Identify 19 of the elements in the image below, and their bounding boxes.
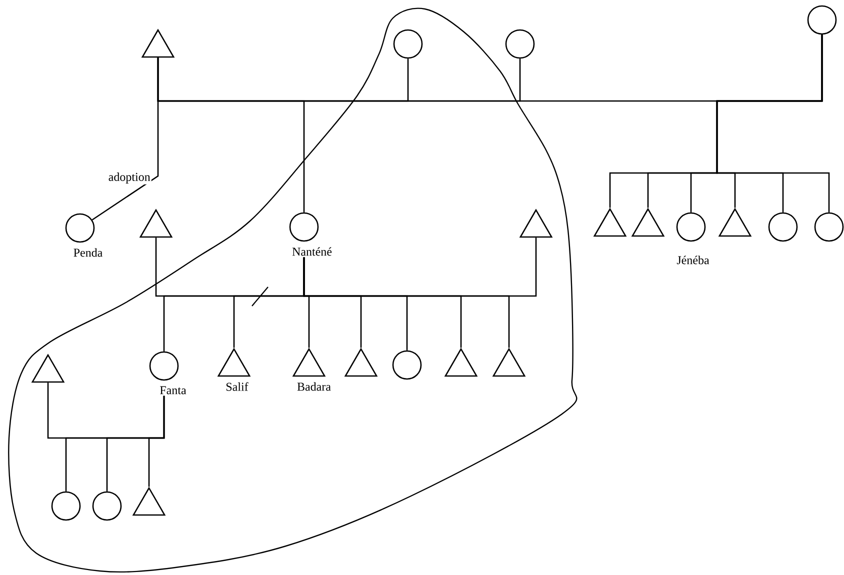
person-name: Penda <box>74 248 102 257</box>
female-circle <box>393 29 423 59</box>
female-circle <box>392 350 422 380</box>
female-circle <box>814 212 844 242</box>
female-circle <box>92 491 122 521</box>
person-name: Salif <box>226 382 248 391</box>
female-circle <box>505 29 535 59</box>
kinship-line <box>157 58 305 212</box>
person-name: Fanta <box>160 386 186 394</box>
kinship-line <box>148 396 165 487</box>
female-circle <box>51 491 81 521</box>
female-circle <box>676 212 706 242</box>
kinship-line <box>303 257 510 348</box>
female-circle <box>807 5 837 35</box>
female-circle <box>768 212 798 242</box>
person-name: Nanténé <box>292 247 332 256</box>
person-name: Jénéba <box>676 256 710 264</box>
edge-label: adoption <box>107 172 152 184</box>
person-name: Badara <box>297 382 331 391</box>
